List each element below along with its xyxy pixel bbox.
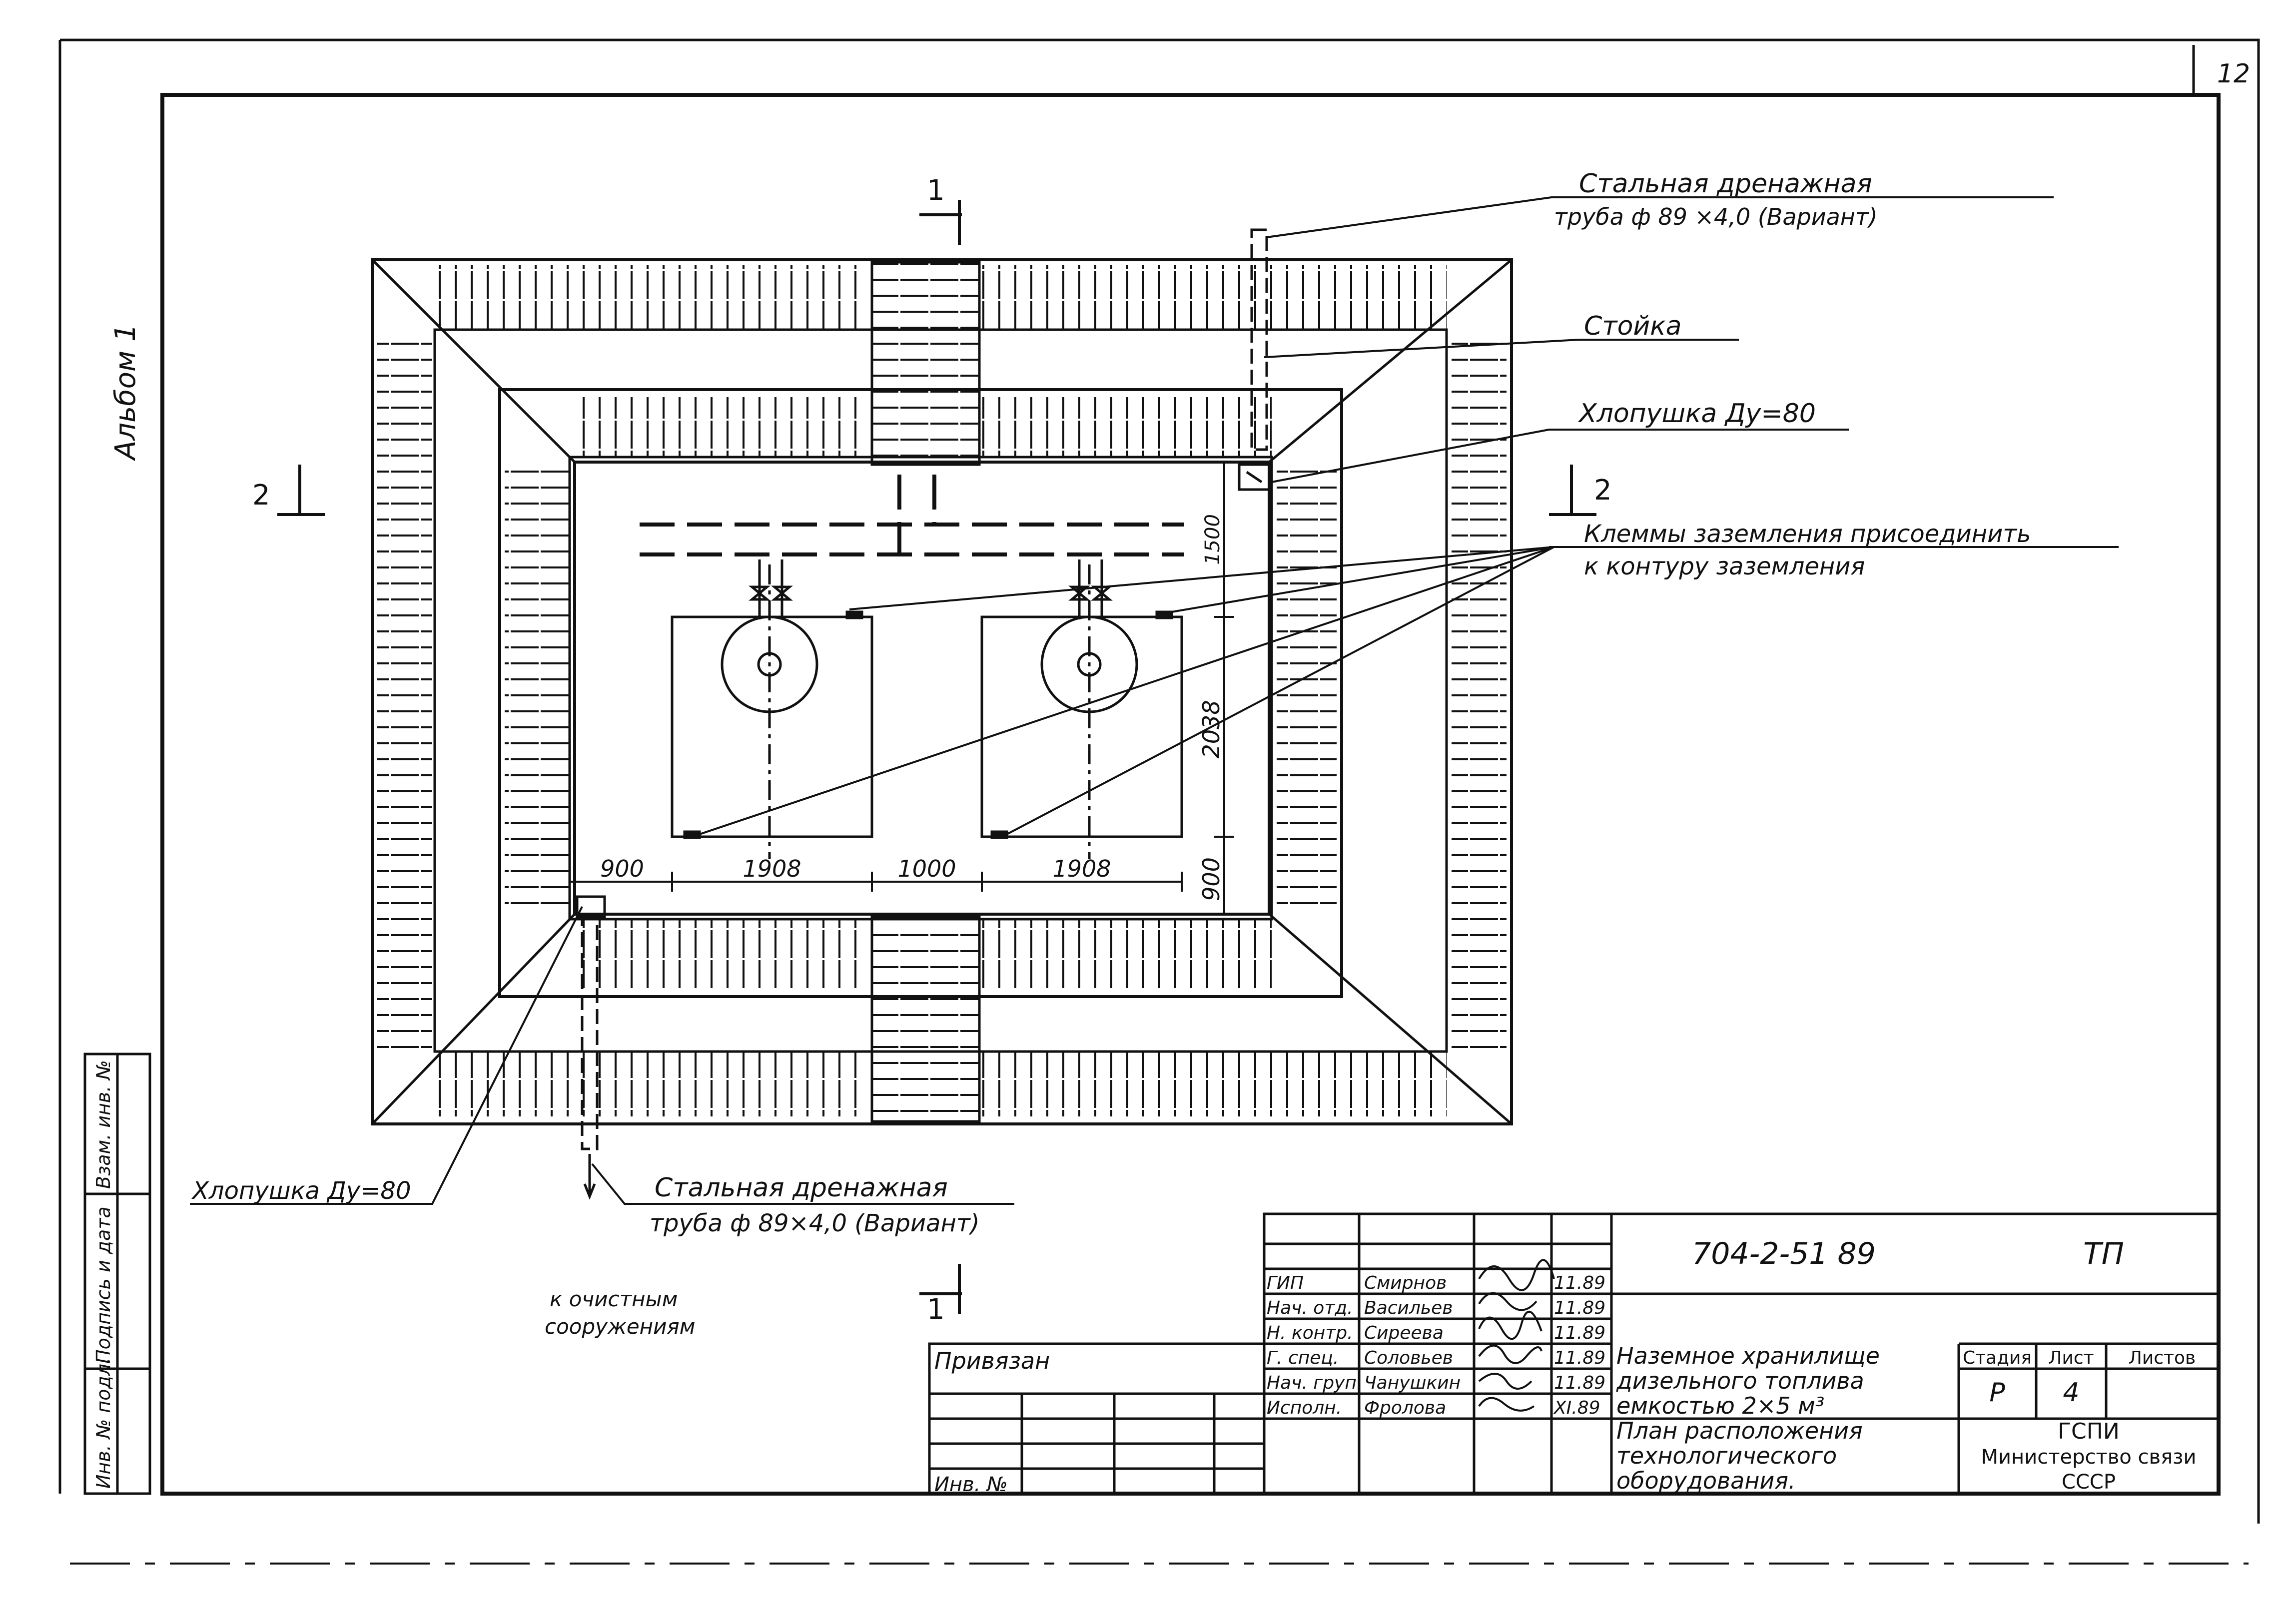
staff-role: Н. контр. <box>1267 1323 1353 1343</box>
staff-date: 11.89 <box>1554 1348 1605 1368</box>
embankment <box>371 258 1513 1125</box>
section-2-right: 2 <box>1594 474 1612 507</box>
org-line-3: СССР <box>2062 1471 2116 1494</box>
binding-block <box>928 1342 1266 1495</box>
callout-flapper-bottom: Хлопушка Ду=80 <box>191 1177 411 1205</box>
callout-flapper-top: Хлопушка Ду=80 <box>1577 399 1816 429</box>
object-line-3: емкостью 2×5 м³ <box>1616 1392 1824 1419</box>
dim-1000: 1000 <box>897 855 956 882</box>
sheet-title-2: технологического <box>1616 1442 1837 1469</box>
leader-lines <box>190 196 2119 1205</box>
tank-2 <box>980 564 1183 859</box>
callout-drain-bottom-2: труба ф 89×4,0 (Вариант) <box>650 1209 980 1237</box>
staff-role: Нач. отд. <box>1267 1298 1353 1318</box>
sheets-header: Листов <box>2129 1348 2196 1368</box>
dim-900-right: 900 <box>1198 857 1225 901</box>
dim-1908-a: 1908 <box>743 855 801 882</box>
sheet-title-3: оборудования. <box>1616 1467 1796 1494</box>
staff-role: ГИП <box>1267 1273 1304 1293</box>
callout-post: Стойка <box>1584 311 1681 341</box>
staff-role: Г. спец. <box>1267 1348 1339 1368</box>
section-2-left: 2 <box>252 479 270 512</box>
object-line-1: Наземное хранилище <box>1616 1342 1880 1369</box>
dimensions <box>569 462 1234 914</box>
staff-rows: ГИП Смирнов 11.89 Нач. отд. Васильев 11.… <box>1267 1273 1605 1418</box>
side-stamp-inv: Инв. № подл. <box>92 1358 114 1489</box>
callout-treatment-1: к очистным <box>550 1287 678 1311</box>
staff-date: XI.89 <box>1553 1398 1600 1418</box>
org-line-1: ГСПИ <box>2058 1419 2120 1444</box>
sheet-value: 4 <box>2063 1378 2079 1408</box>
stage-value: Р <box>1989 1378 2005 1408</box>
section-markers <box>277 200 1596 1314</box>
binding-label: Привязан <box>934 1347 1050 1374</box>
staff-name: Смирнов <box>1364 1273 1447 1293</box>
org-line-2: Министерство связи <box>1981 1446 2197 1469</box>
dim-900-left: 900 <box>600 855 644 882</box>
staff-name: Фролова <box>1364 1398 1446 1418</box>
staff-name: Сиреева <box>1364 1323 1444 1343</box>
staff-name: Васильев <box>1364 1298 1453 1318</box>
side-stamp-sign: Подпись и дата <box>92 1206 114 1364</box>
piping <box>640 475 1184 556</box>
staff-role: Исполн. <box>1267 1398 1342 1418</box>
title-block <box>1263 1212 2220 1495</box>
staff-name: Чанушкин <box>1364 1373 1461 1393</box>
staff-name: Соловьев <box>1364 1348 1453 1368</box>
staff-date: 11.89 <box>1554 1298 1605 1318</box>
dim-2038: 2038 <box>1198 700 1225 758</box>
callout-ground-1: Клеммы заземления присоединить <box>1584 520 2031 548</box>
dim-1908-b: 1908 <box>1052 855 1111 882</box>
binding-inv: Инв. № <box>934 1473 1008 1496</box>
callout-treatment-2: сооружениям <box>545 1314 695 1339</box>
staff-date: 11.89 <box>1554 1273 1605 1293</box>
doc-type: ТП <box>2083 1236 2124 1271</box>
callout-ground-2: к контуру заземления <box>1584 552 1865 580</box>
side-stamp-repl: Взам. инв. № <box>92 1060 114 1189</box>
drain-pipe-top <box>1238 228 1271 491</box>
drain-pipe-bottom <box>576 895 606 1200</box>
callout-drain-top-1: Стальная дренажная <box>1579 169 1872 199</box>
album-label: Альбом 1 <box>109 324 142 461</box>
section-1-top: 1 <box>927 174 945 207</box>
sheet-number: 12 <box>2217 59 2250 89</box>
stage-header: Стадия <box>1963 1348 2032 1368</box>
sheet-title-1: План расположения <box>1616 1417 1863 1444</box>
dim-1500: 1500 <box>1201 514 1224 565</box>
signatures <box>1478 1259 1555 1412</box>
section-1-bottom: 1 <box>927 1293 945 1326</box>
sheet-header: Лист <box>2048 1348 2094 1368</box>
staff-role: Нач. груп. <box>1267 1373 1362 1393</box>
callout-drain-bottom-1: Стальная дренажная <box>655 1173 948 1203</box>
doc-code: 704-2-51 89 <box>1692 1236 1876 1271</box>
staff-date: 11.89 <box>1554 1323 1605 1343</box>
object-line-2: дизельного топлива <box>1616 1367 1864 1394</box>
callout-drain-top-2: труба ф 89 ×4,0 (Вариант) <box>1554 203 1878 230</box>
staff-date: 11.89 <box>1554 1373 1605 1393</box>
side-stamp <box>83 1053 151 1495</box>
